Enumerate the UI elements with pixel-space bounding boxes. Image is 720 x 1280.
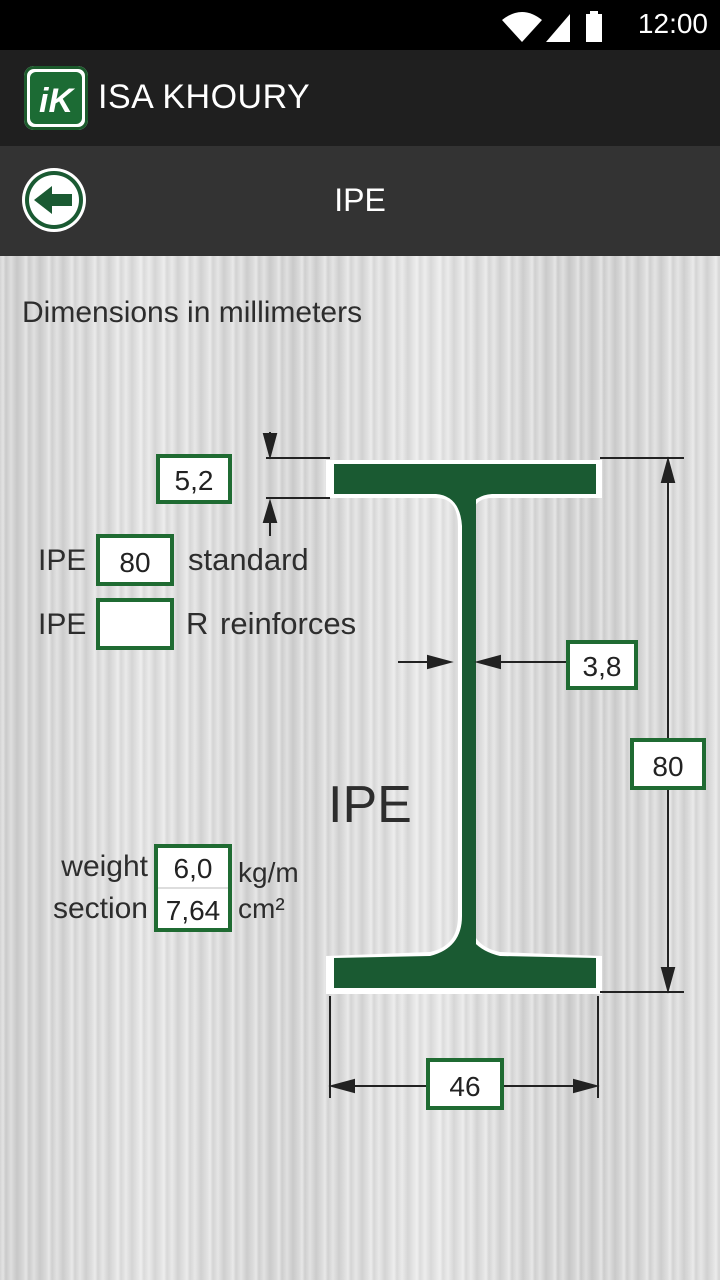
section-value: 7,64 — [166, 895, 221, 926]
svg-text:46: 46 — [449, 1071, 480, 1102]
profile-prefix-reinforced: IPE — [38, 608, 86, 641]
flange-thickness-box: 5,2 — [156, 454, 232, 504]
ipe-diagram: Dimensions in millimeters 5,2 IPE 80 s — [22, 296, 706, 1110]
web-dimension — [398, 654, 566, 670]
profile-prefix-standard: IPE — [38, 544, 86, 577]
wifi-icon — [502, 12, 542, 42]
profile-label: IPE — [328, 776, 412, 834]
height-box: 80 — [630, 738, 706, 790]
flange-dimension — [262, 432, 330, 536]
svg-text:3,8: 3,8 — [583, 651, 622, 682]
weight-section-box: 6,0 7,64 — [154, 844, 232, 932]
reinforced-label: reinforces — [220, 606, 356, 641]
cell-signal-icon — [546, 14, 570, 42]
weight-value: 6,0 — [174, 853, 213, 884]
section-unit: cm² — [238, 893, 285, 924]
app-logo: iK — [24, 66, 88, 130]
width-box: 46 — [426, 1058, 504, 1110]
svg-text:5,2: 5,2 — [175, 465, 214, 496]
content-area: Dimensions in millimeters 5,2 IPE 80 s — [0, 256, 720, 1280]
section-label: section — [53, 892, 148, 925]
svg-text:iK: iK — [39, 82, 75, 120]
width-dimension — [328, 996, 600, 1098]
battery-icon — [586, 14, 602, 42]
weight-label: weight — [60, 850, 148, 883]
height-dimension — [600, 456, 684, 994]
reinforced-suffix: R — [186, 606, 208, 641]
status-time: 12:00 — [637, 8, 708, 39]
i-beam-profile — [326, 460, 602, 994]
svg-text:80: 80 — [652, 751, 683, 782]
back-arrow-icon — [22, 168, 86, 232]
standard-label: standard — [188, 542, 309, 577]
standard-size-box: 80 — [96, 534, 174, 586]
signal-icons — [502, 11, 602, 42]
reinforced-size-box — [96, 598, 174, 650]
svg-text:80: 80 — [119, 547, 150, 578]
app-title: ISA KHOURY — [98, 78, 311, 116]
back-button[interactable] — [20, 166, 88, 234]
weight-unit: kg/m — [238, 857, 299, 888]
action-bar: iK ISA KHOURY — [0, 50, 720, 146]
web-thickness-box: 3,8 — [566, 640, 638, 690]
dimensions-heading: Dimensions in millimeters — [22, 296, 362, 329]
status-bar: 12:00 — [0, 0, 720, 50]
sub-header: IPE — [0, 146, 720, 256]
status-icons — [500, 8, 610, 49]
page-title: IPE — [334, 182, 386, 218]
